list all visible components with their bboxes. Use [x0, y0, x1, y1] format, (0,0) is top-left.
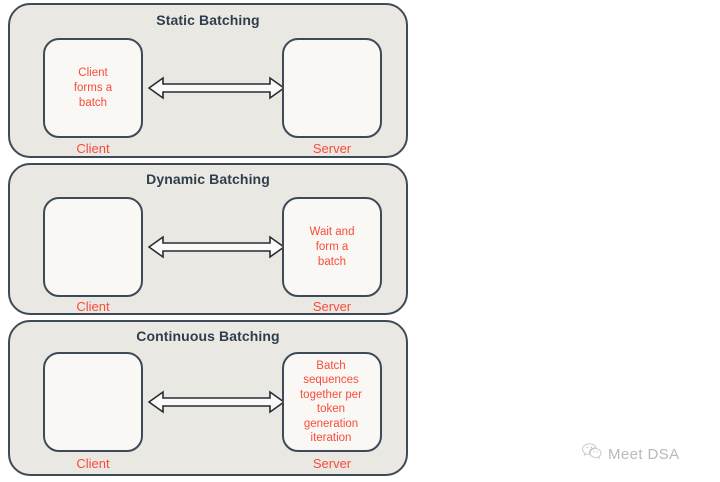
panel-title: Static Batching: [156, 12, 260, 28]
panel-dynamic-batching: Dynamic Batching Wait and form a batch C…: [8, 163, 408, 315]
watermark: Meet DSA: [582, 443, 680, 465]
client-box: [43, 352, 143, 452]
server-box: Batch sequences together per token gener…: [282, 352, 382, 452]
server-caption: Server: [312, 141, 352, 156]
wechat-icon: [582, 443, 602, 465]
batching-diagram: Static Batching Client forms a batch Cli…: [8, 3, 412, 477]
client-box-text: Client forms a batch: [73, 66, 113, 109]
server-box-text: Batch sequences together per token gener…: [299, 359, 362, 445]
panel-title: Continuous Batching: [136, 328, 280, 344]
panel-title: Dynamic Batching: [146, 171, 270, 187]
bidirectional-arrow-icon: [148, 234, 285, 260]
panel-static-batching: Static Batching Client forms a batch Cli…: [8, 3, 408, 158]
client-caption: Client: [76, 299, 110, 314]
watermark-label: Meet DSA: [608, 445, 680, 463]
server-box-text: Wait and form a batch: [309, 225, 355, 268]
client-box: [43, 197, 143, 297]
bidirectional-arrow-icon: [148, 389, 285, 415]
bidirectional-arrow-icon: [148, 75, 285, 101]
client-caption: Client: [76, 141, 110, 156]
client-caption: Client: [76, 456, 110, 471]
server-caption: Server: [312, 456, 352, 471]
server-caption: Server: [312, 299, 352, 314]
server-box: Wait and form a batch: [282, 197, 382, 297]
client-box: Client forms a batch: [43, 38, 143, 138]
server-box: [282, 38, 382, 138]
panel-continuous-batching: Continuous Batching Batch sequences toge…: [8, 320, 408, 476]
